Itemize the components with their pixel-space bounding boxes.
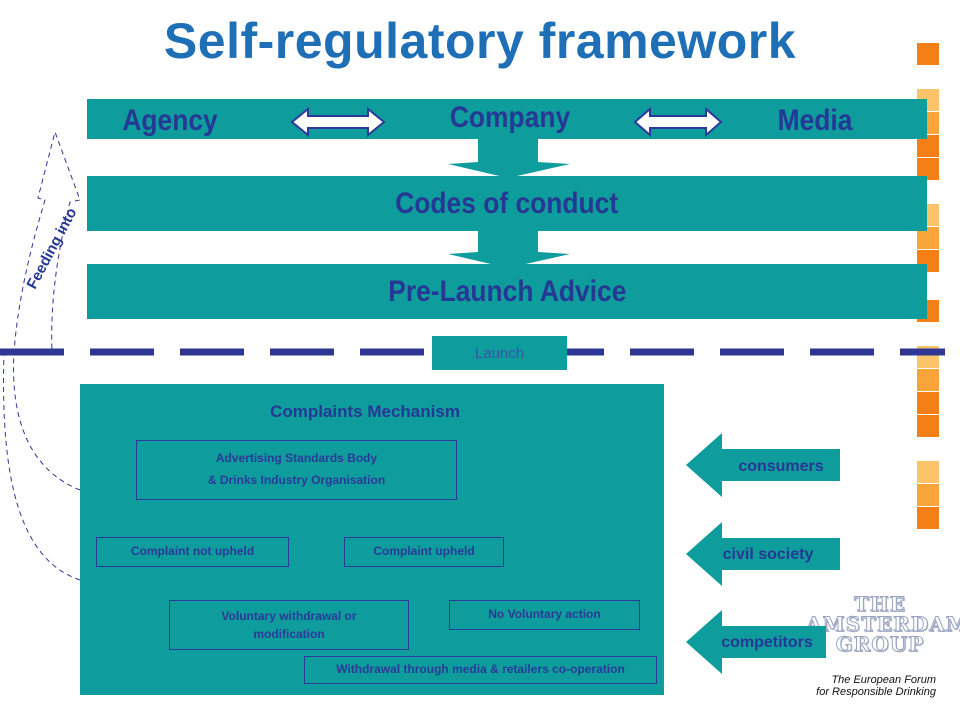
double-arrow-right-icon [633, 106, 723, 138]
feeding-into-arrow-outline [13, 130, 81, 491]
standards-body-box: Advertising Standards Body & Drinks Indu… [136, 440, 457, 500]
down-arrow-1 [448, 138, 570, 178]
stakeholder-consumers: consumers [738, 458, 824, 475]
civil-society-arrow-icon [686, 522, 840, 586]
withdrawal-box: Withdrawal through media & retailers co-… [304, 656, 657, 684]
logo-line3: GROUP [835, 632, 925, 656]
logo-line1: THE [853, 592, 907, 616]
amsterdam-group-logo: THE AMSTERDAM GROUP [806, 592, 960, 656]
competitors-arrow-icon [686, 610, 826, 674]
standards-body-line2: & Drinks Industry Organisation [207, 473, 386, 487]
forum-line2: for Responsible Drinking [816, 686, 936, 698]
consumers-arrow-icon [686, 433, 840, 497]
down-arrow-2 [448, 230, 570, 268]
page-title: Self-regulatory framework [163, 13, 797, 69]
company-label: Company [449, 101, 571, 134]
complaint-not-upheld-box: Complaint not upheld [96, 537, 289, 567]
complaints-heading: Complaints Mechanism [270, 402, 460, 421]
launch-box: Launch [432, 336, 567, 370]
no-voluntary-action-box: No Voluntary action [449, 600, 640, 630]
pre-launch-advice-label: Pre-Launch Advice [387, 274, 627, 308]
forum-caption: The European Forum for Responsible Drink… [740, 674, 936, 698]
voluntary-withdrawal-box: Voluntary withdrawal or modification [169, 600, 409, 650]
forum-line1: The European Forum [831, 674, 936, 686]
codes-of-conduct-label: Codes of conduct [395, 186, 619, 220]
media-label: Media [777, 104, 853, 137]
voluntary-line2: modification [253, 627, 325, 641]
standards-body-line1: Advertising Standards Body [215, 451, 378, 466]
double-arrow-left-icon [290, 106, 386, 138]
pre-launch-advice-bar: Pre-Launch Advice [87, 264, 927, 319]
complaint-upheld-box: Complaint upheld [344, 537, 504, 567]
voluntary-line1: Voluntary withdrawal or [221, 609, 357, 623]
codes-of-conduct-bar: Codes of conduct [87, 176, 927, 231]
logo-line2: AMSTERDAM [806, 612, 960, 636]
feeding-into-lower-curve [3, 351, 81, 581]
launch-label: Launch [474, 344, 525, 362]
agency-label: Agency [122, 104, 218, 137]
stakeholder-competitors: competitors [721, 634, 813, 651]
stakeholder-civil-society: civil society [722, 546, 814, 563]
stakeholder-bar [87, 99, 927, 139]
